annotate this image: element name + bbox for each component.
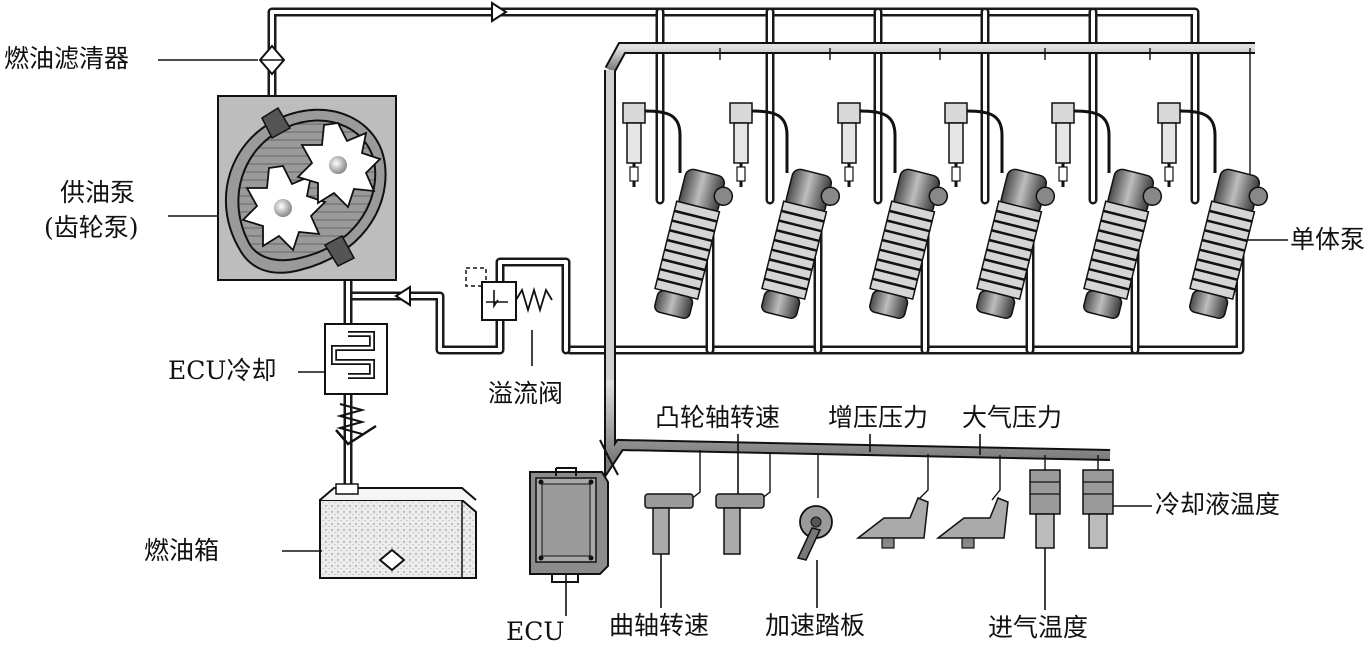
label-supply-pump: 供油泵 (60, 178, 136, 207)
label-crankshaft-speed: 曲轴转速 (609, 611, 710, 640)
label-coolant-temp: 冷却液温度 (1155, 490, 1281, 519)
temp-sensor-icon (1029, 469, 1114, 549)
label-camshaft-speed: 凸轮轴转速 (655, 403, 781, 432)
fuel-filter-icon (258, 44, 286, 76)
label-ecu: ECU (506, 617, 565, 646)
ecu-cooler-icon (324, 323, 388, 395)
label-fuel-filter: 燃油滤清器 (4, 44, 130, 73)
overflow-valve-icon (465, 267, 553, 321)
ecu-icon (529, 467, 609, 583)
label-fuel-tank: 燃油箱 (144, 536, 220, 565)
label-ecu-cooling: ECU冷却 (168, 356, 277, 385)
check-valve-icon (491, 1, 508, 23)
speed-sensor-icon (644, 493, 765, 555)
label-unit-pump: 单体泵 (1290, 225, 1366, 254)
unit-pump-icon (621, 101, 1274, 325)
fuel-tank-icon (319, 483, 477, 579)
label-overflow-valve: 溢流阀 (488, 379, 564, 408)
label-accelerator-pedal: 加速踏板 (765, 611, 866, 640)
pedal-sensor-icon (796, 505, 833, 561)
gear-pump-icon (217, 95, 397, 281)
label-atm-pressure: 大气压力 (962, 403, 1063, 432)
label-intake-temp: 进气温度 (988, 613, 1089, 642)
pressure-sensor-icon (855, 497, 1009, 549)
label-gear-pump: (齿轮泵) (44, 213, 139, 242)
label-boost-pressure: 增压压力 (828, 403, 929, 432)
